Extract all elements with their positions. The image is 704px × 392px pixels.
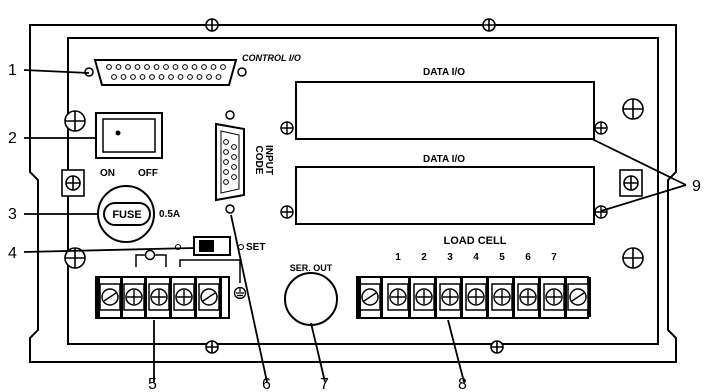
screw-icon bbox=[280, 121, 608, 135]
load-cell-number: 5 bbox=[499, 252, 505, 263]
control-io-connector[interactable] bbox=[84, 59, 247, 86]
callout-7: 7 bbox=[320, 376, 329, 392]
data-io-bottom-label: DATA I/O bbox=[423, 154, 465, 165]
varistor-icon bbox=[144, 249, 156, 261]
load-cell-number: 2 bbox=[421, 252, 427, 263]
terminal-screw[interactable] bbox=[439, 283, 461, 311]
terminal-screw[interactable] bbox=[173, 283, 195, 311]
callout-6: 6 bbox=[262, 376, 271, 392]
load-cell-terminal-block[interactable] bbox=[356, 276, 591, 319]
terminal-screw[interactable] bbox=[99, 283, 121, 311]
load-cell-number: 6 bbox=[525, 252, 531, 263]
screw-icon bbox=[205, 18, 219, 32]
ground-icon bbox=[233, 286, 247, 300]
code-input-label-code: CODE bbox=[253, 146, 264, 175]
load-cell-number: 3 bbox=[447, 252, 453, 263]
terminal-screw[interactable] bbox=[567, 283, 589, 311]
power-switch-rocker bbox=[102, 118, 156, 153]
callout-9: 9 bbox=[692, 178, 701, 195]
fuse-cap bbox=[103, 202, 151, 226]
data-io-top-label: DATA I/O bbox=[423, 67, 465, 78]
terminal-screw[interactable] bbox=[491, 283, 513, 311]
outer-housing bbox=[29, 24, 677, 363]
screw-icon bbox=[64, 247, 86, 269]
screw-icon bbox=[280, 205, 608, 219]
code-input-connector[interactable] bbox=[215, 110, 245, 214]
load-cell-number: 1 bbox=[395, 252, 401, 263]
ser-out-connector[interactable] bbox=[284, 272, 338, 326]
callout-3: 3 bbox=[8, 206, 17, 223]
callout-lines bbox=[23, 69, 687, 383]
fuse-label: FUSE bbox=[112, 209, 141, 221]
on-indicator-dot bbox=[115, 130, 121, 136]
terminal-screw[interactable] bbox=[465, 283, 487, 311]
screw-icon bbox=[64, 110, 86, 132]
load-cell-number: 7 bbox=[551, 252, 557, 263]
data-io-top-slot[interactable] bbox=[295, 81, 595, 140]
screw-icon bbox=[490, 340, 504, 354]
power-terminal-block[interactable] bbox=[95, 249, 247, 319]
callout-2: 2 bbox=[8, 130, 17, 147]
terminal-screw[interactable] bbox=[387, 283, 409, 311]
panel-screws bbox=[64, 18, 644, 354]
callout-4: 4 bbox=[8, 245, 17, 262]
callout-8: 8 bbox=[458, 376, 467, 392]
on-label: ON bbox=[100, 168, 115, 179]
screw-icon bbox=[482, 18, 496, 32]
screw-icon bbox=[205, 340, 219, 354]
screw-icon bbox=[622, 247, 644, 269]
side-screw-blocks bbox=[61, 169, 643, 197]
control-io-label: CONTROL I/O bbox=[242, 53, 301, 63]
terminal-screw[interactable] bbox=[123, 283, 145, 311]
callout-5: 5 bbox=[148, 376, 157, 392]
terminal-screw[interactable] bbox=[359, 283, 381, 311]
set-indicator bbox=[238, 244, 244, 250]
ser-out-label: SER. OUT bbox=[290, 263, 333, 273]
load-cell-number: 4 bbox=[473, 252, 479, 263]
terminal-screw[interactable] bbox=[148, 283, 170, 311]
terminal-screw[interactable] bbox=[198, 283, 220, 311]
terminal-screw[interactable] bbox=[413, 283, 435, 311]
fuse-rating-label: 0.5A bbox=[159, 209, 180, 220]
terminal-screw[interactable] bbox=[543, 283, 565, 311]
screw-icon bbox=[622, 98, 644, 120]
callout-1: 1 bbox=[8, 62, 17, 79]
data-io-bottom-slot[interactable] bbox=[295, 166, 595, 225]
set-label: SET bbox=[246, 242, 265, 253]
set-switch-slider bbox=[199, 240, 214, 252]
load-cell-label: LOAD CELL bbox=[444, 235, 507, 247]
off-label: OFF bbox=[138, 168, 158, 179]
terminal-screw[interactable] bbox=[517, 283, 539, 311]
code-input-label-input: INPUT bbox=[263, 145, 274, 175]
